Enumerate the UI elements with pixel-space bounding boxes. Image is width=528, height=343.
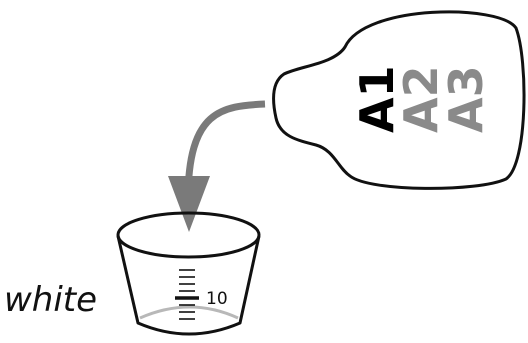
cup-body bbox=[116, 235, 261, 336]
pour-arrow bbox=[168, 100, 266, 232]
bottle-label-a3: A3 bbox=[439, 65, 493, 133]
bottle-label-a1: A1 bbox=[350, 65, 404, 133]
bottle: A1 A2 A3 bbox=[272, 10, 526, 190]
pour-arrow-head bbox=[168, 176, 210, 232]
bottle-label-a2: A2 bbox=[394, 65, 448, 133]
cup-label: white bbox=[4, 280, 97, 320]
pour-arrow-shaft bbox=[184, 100, 266, 201]
cup-liquid-line bbox=[139, 305, 239, 320]
cup-rim bbox=[116, 211, 261, 259]
bottle-outline bbox=[272, 10, 526, 190]
cup-scale bbox=[175, 269, 199, 320]
measuring-cup: 10 bbox=[116, 211, 261, 336]
cup-scale-value: 10 bbox=[206, 289, 228, 309]
